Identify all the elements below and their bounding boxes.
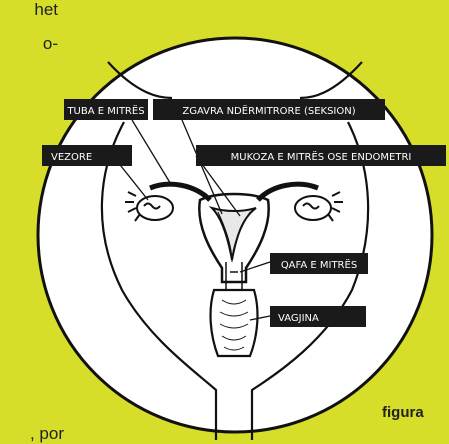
- label-tuba-text: TUBA E MITRËS: [66, 104, 144, 117]
- ovary-left-icon: [136, 195, 174, 221]
- figure-caption: figura: [382, 404, 424, 421]
- body-text-fragment-4: , por: [29, 424, 64, 443]
- label-mukoza: MUKOZA E MITRËS OSE ENDOMETRI: [196, 145, 446, 166]
- uterus-drawing: [125, 181, 343, 358]
- label-vezore-text: VEZORE: [51, 152, 92, 163]
- label-vezore: VEZORE: [42, 145, 132, 166]
- label-tuba: TUBA E MITRËS: [64, 99, 148, 120]
- label-vagjina: VAGJINA: [270, 306, 366, 327]
- label-zgavra: ZGAVRA NDËRMITRORE (SEKSION): [153, 99, 385, 120]
- ovary-right-icon: [294, 195, 332, 221]
- label-zgavra-text: ZGAVRA NDËRMITRORE (SEKSION): [182, 104, 355, 117]
- body-text-fragment-2: o-: [42, 34, 58, 53]
- body-outline: [100, 61, 370, 440]
- label-mukoza-text: MUKOZA E MITRËS OSE ENDOMETRI: [231, 150, 412, 163]
- label-vagjina-text: VAGJINA: [278, 313, 319, 324]
- body-text-fragment-1: het: [34, 0, 58, 19]
- label-qafa-text: QAFA E MITRËS: [281, 258, 357, 271]
- label-qafa: QAFA E MITRËS: [270, 253, 368, 274]
